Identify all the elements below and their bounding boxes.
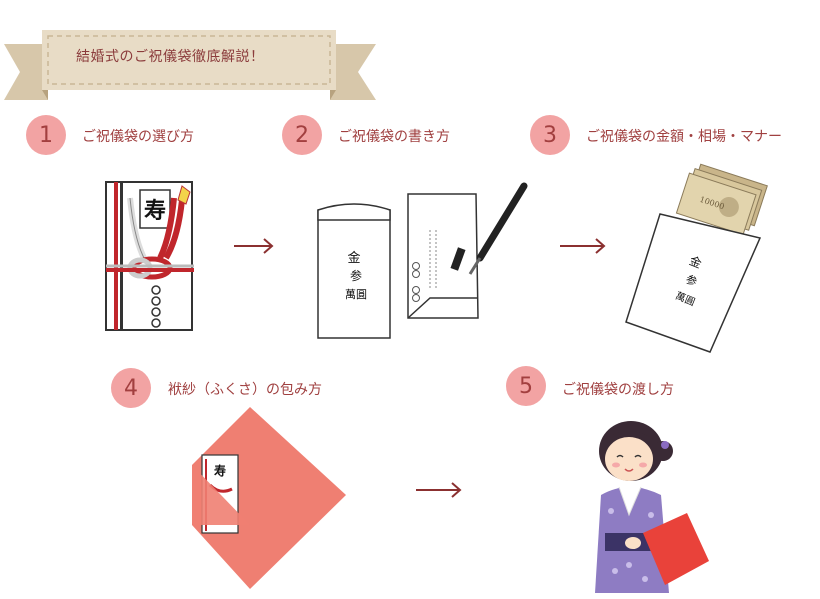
amount-prefix-text-tilted: 金	[687, 253, 704, 271]
step-label-4[interactable]: 袱紗（ふくさ）の包み方	[168, 382, 322, 398]
banner-ribbon-graphic	[4, 30, 376, 100]
step-label-3[interactable]: ご祝儀袋の金額・相場・マナー	[586, 129, 782, 145]
step-number-5: 5	[506, 366, 546, 406]
amount-line1-text-tilted: 参	[684, 272, 699, 289]
step-label-2[interactable]: ご祝儀袋の書き方	[338, 129, 450, 145]
step-label-1[interactable]: ご祝儀袋の選び方	[82, 129, 194, 145]
arrow-right-icon	[416, 482, 462, 498]
step-number-1: 1	[26, 115, 66, 155]
arrow-right-icon	[560, 238, 606, 254]
writing-envelope-image: 金 参 萬圓	[317, 182, 528, 339]
step-number-3: 3	[530, 115, 570, 155]
page-title: 結婚式のご祝儀袋徹底解説！	[76, 49, 265, 65]
amount-prefix-text: 金	[347, 250, 360, 266]
fukusa-wrapping-image: 寿	[192, 407, 346, 589]
amount-line1-text: 参	[350, 268, 362, 283]
step-label-5[interactable]: ご祝儀袋の渡し方	[562, 382, 674, 398]
money-envelope-image: 10000 金 参 萬圓	[625, 163, 768, 353]
shugibukuro-envelope-image: 寿	[105, 181, 194, 331]
title-banner: 結婚式のご祝儀袋徹底解説！	[0, 8, 380, 108]
kimono-woman-image	[595, 421, 709, 593]
kotobuki-text-small: 寿	[214, 463, 226, 478]
kotobuki-text: 寿	[144, 198, 166, 224]
arrow-right-icon	[234, 238, 274, 254]
step-number-2: 2	[282, 115, 322, 155]
amount-line2-text: 萬圓	[345, 288, 367, 301]
step-number-4: 4	[111, 368, 151, 408]
